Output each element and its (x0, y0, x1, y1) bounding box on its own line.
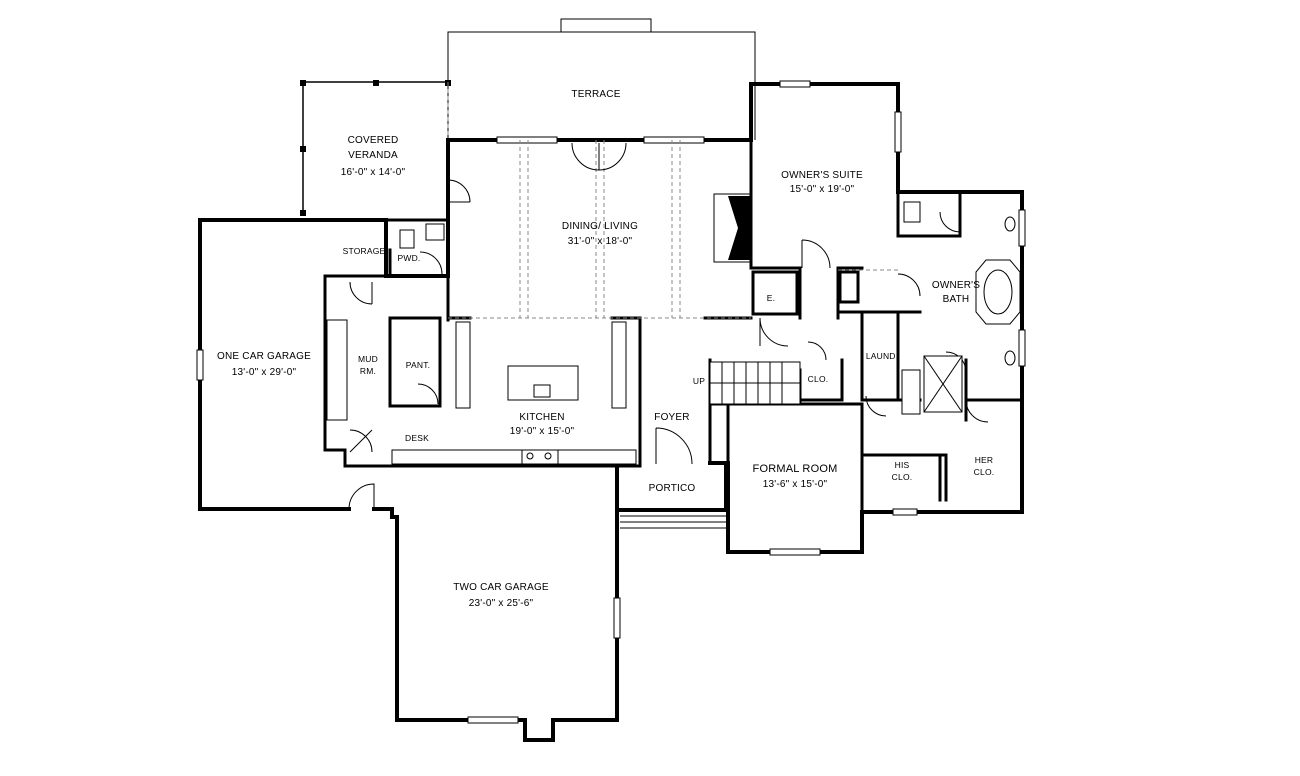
beam-lines (448, 140, 898, 319)
mud-room-label-line2: RM. (360, 366, 376, 376)
formal-room-label: FORMAL ROOM (753, 463, 838, 475)
room-labels: TERRACE COVERED VERANDA 16'-0" x 14'-0" … (217, 89, 994, 609)
two-car-garage-label: TWO CAR GARAGE (453, 582, 549, 593)
elevator-label: E. (767, 293, 775, 303)
laundry-label: LAUND. (866, 351, 898, 361)
two-car-garage-size: 23'-0" x 25'-6" (469, 598, 534, 609)
portico-label: PORTICO (649, 483, 696, 494)
owners-bath-label-line1: OWNER'S (932, 280, 980, 291)
pantry-label: PANT. (406, 360, 430, 370)
owners-suite-label: OWNER'S SUITE (781, 170, 863, 181)
fixtures (326, 193, 1021, 529)
stair-up-label: UP (693, 376, 705, 386)
one-car-garage-label: ONE CAR GARAGE (217, 351, 311, 362)
her-closet-label-line1: HER (975, 455, 994, 465)
owners-bath-label-line2: BATH (943, 294, 970, 305)
covered-veranda-label-line1: COVERED (348, 135, 399, 146)
formal-room-size: 13'-6" x 15'-0" (763, 479, 828, 490)
one-car-garage-size: 13'-0" x 29'-0" (232, 367, 297, 378)
doors (348, 142, 989, 510)
dining-living-size: 31'-0" x 18'-0" (568, 236, 633, 247)
storage-label: STORAGE (343, 246, 386, 256)
staircase (709, 361, 801, 405)
his-closet-label-line1: HIS (895, 460, 910, 470)
foyer-label: FOYER (654, 412, 689, 423)
covered-veranda-label-line2: VERANDA (348, 150, 398, 161)
windows (196, 80, 1026, 724)
covered-veranda-area (300, 80, 451, 216)
exterior-walls (198, 82, 1024, 742)
his-closet-label-line2: CLO. (892, 472, 913, 482)
kitchen-size: 19'-0" x 15'-0" (510, 426, 575, 437)
desk-label: DESK (405, 433, 429, 443)
dining-living-label: DINING/ LIVING (562, 221, 638, 232)
covered-veranda-size: 16'-0" x 14'-0" (341, 167, 406, 178)
pwd-label: PWD. (398, 253, 421, 263)
closet-label: CLO. (808, 374, 829, 384)
her-closet-label-line2: CLO. (974, 467, 995, 477)
kitchen-label: KITCHEN (519, 412, 564, 423)
terrace-area (447, 18, 756, 140)
owners-suite-size: 15'-0" x 19'-0" (790, 184, 855, 195)
terrace-label: TERRACE (571, 89, 620, 100)
mud-room-label-line1: MUD (358, 354, 378, 364)
